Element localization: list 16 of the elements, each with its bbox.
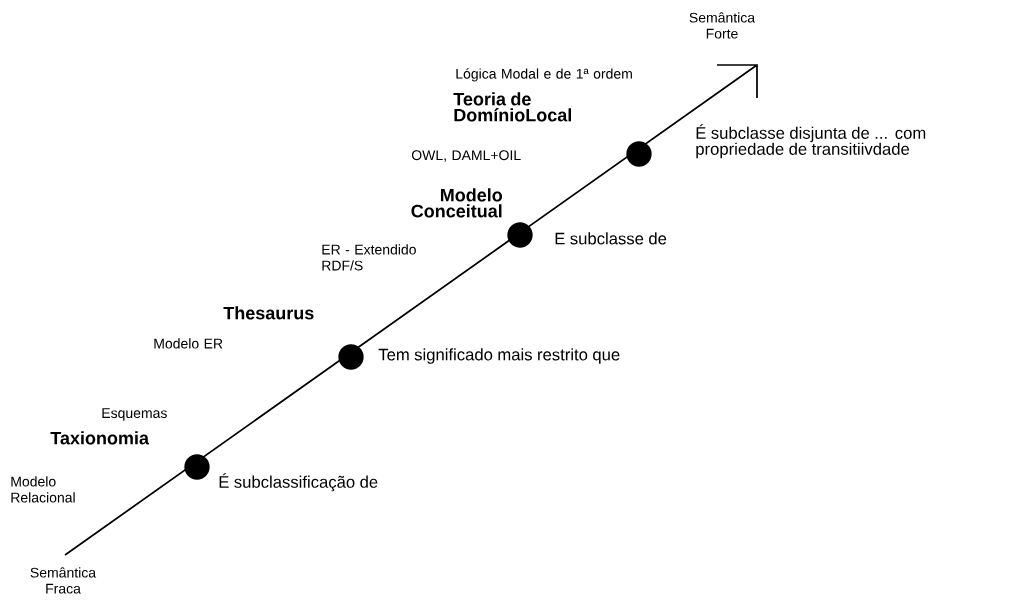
relation-label: E subclasse de bbox=[555, 232, 667, 245]
axis-end-label: Semântica Forte bbox=[689, 12, 756, 39]
relation-label: Tem significado mais restrito que bbox=[378, 348, 620, 364]
example-label: Lógica Modal e de 1ª ordem bbox=[456, 68, 632, 82]
example-label: Modelo ER bbox=[154, 338, 223, 349]
example-label: ER - Extendido RDF/S bbox=[322, 244, 416, 271]
level-title: Taxionomia bbox=[50, 431, 150, 445]
axis-end-label: Semântica Fraca bbox=[30, 567, 97, 594]
dot bbox=[184, 454, 210, 480]
example-label: OWL, DAML+OIL bbox=[411, 150, 521, 162]
dot bbox=[626, 141, 652, 167]
dot bbox=[338, 344, 364, 370]
example-label: Modelo Relacional bbox=[11, 476, 75, 503]
relation-label: É subclassificação de bbox=[219, 473, 378, 492]
level-title: Teoria de DomínioLocal bbox=[453, 92, 571, 122]
dot bbox=[507, 222, 533, 248]
